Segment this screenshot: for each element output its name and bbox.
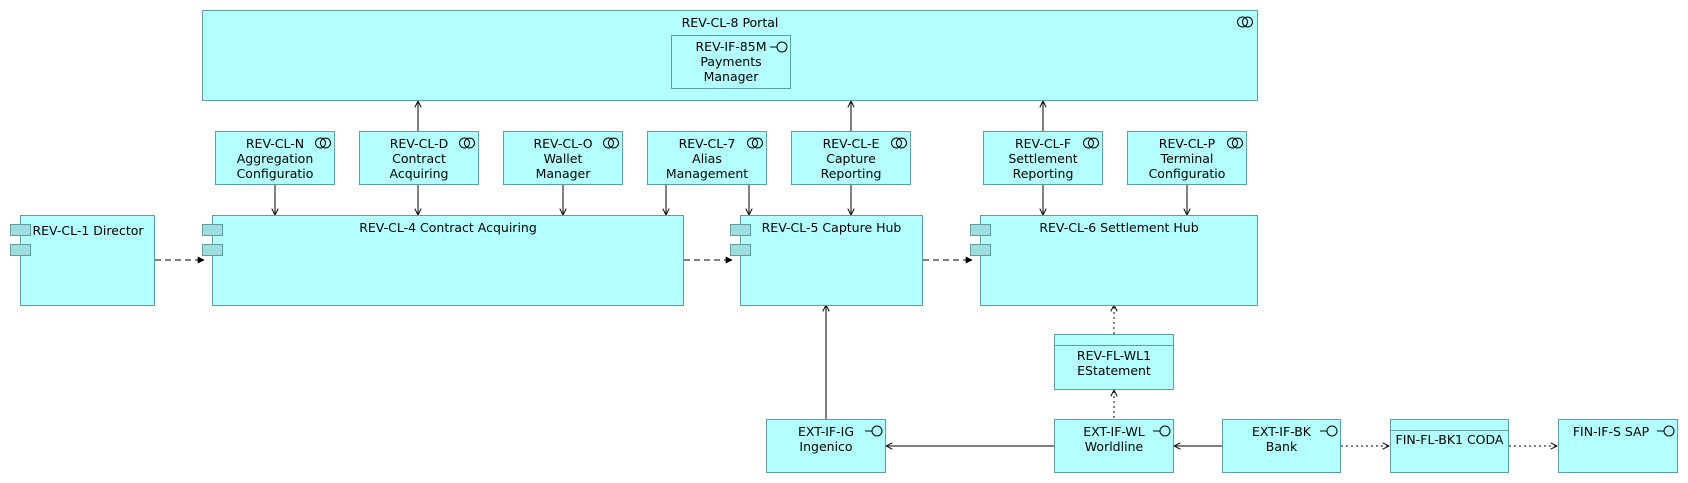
- cl-e-line3: Reporting: [820, 166, 882, 181]
- node-cl-o[interactable]: REV-CL-O Wallet Manager: [503, 131, 623, 185]
- interface-icon: [1153, 425, 1171, 437]
- collaboration-icon: [1083, 137, 1099, 149]
- node-cl-6[interactable]: REV-CL-6 Settlement Hub: [980, 215, 1258, 306]
- cl-e-line2: Capture: [826, 151, 876, 166]
- data-object-icon: [1391, 430, 1508, 431]
- data-object-icon: [1055, 345, 1173, 346]
- cl-n-id: REV-CL-N: [245, 136, 305, 151]
- node-fin-coda[interactable]: FIN-FL-BK1 CODA: [1390, 419, 1509, 473]
- node-payments-manager[interactable]: REV-IF-85M Payments Manager: [671, 35, 791, 89]
- node-cl-5[interactable]: REV-CL-5 Capture Hub: [740, 215, 923, 306]
- collaboration-icon: [1227, 137, 1243, 149]
- collaboration-icon: [747, 137, 763, 149]
- fin-coda-label: FIN-FL-BK1 CODA: [1395, 432, 1504, 447]
- cl-5-label: REV-CL-5 Capture Hub: [761, 220, 902, 235]
- ext-bk-line2: Bank: [1265, 439, 1298, 454]
- collaboration-icon: [603, 137, 619, 149]
- cl-n-line3: Configuratio: [236, 166, 314, 181]
- node-cl-f[interactable]: REV-CL-F Settlement Reporting: [983, 131, 1103, 185]
- collaboration-icon: [459, 137, 475, 149]
- node-cl-7[interactable]: REV-CL-7 Alias Management: [647, 131, 767, 185]
- cl-f-id: REV-CL-F: [1014, 136, 1072, 151]
- node-fl-wl1[interactable]: REV-FL-WL1 EStatement: [1054, 334, 1174, 390]
- fin-sap-label: FIN-IF-S SAP: [1572, 424, 1650, 439]
- cl-e-id: REV-CL-E: [822, 136, 880, 151]
- node-fin-sap[interactable]: FIN-IF-S SAP: [1558, 419, 1678, 473]
- cl-o-line2: Wallet: [543, 151, 583, 166]
- interface-icon: [865, 425, 883, 437]
- cl-4-label: REV-CL-4 Contract Acquiring: [359, 220, 537, 235]
- cl-7-line3: Management: [665, 166, 749, 181]
- cl-f-line3: Reporting: [1012, 166, 1074, 181]
- cl-d-line2: Contract: [392, 151, 446, 166]
- cl-1-label: REV-CL-1 Director: [32, 223, 144, 238]
- cl-6-label: REV-CL-6 Settlement Hub: [1039, 220, 1199, 235]
- cl-d-id: REV-CL-D: [389, 136, 449, 151]
- cl-f-line2: Settlement: [1008, 151, 1078, 166]
- node-cl-n[interactable]: REV-CL-N Aggregation Configuratio: [215, 131, 335, 185]
- ext-bk-id: EXT-IF-BK: [1252, 424, 1311, 439]
- collaboration-icon: [315, 137, 331, 149]
- interface-icon: [770, 41, 788, 53]
- node-portal-label: REV-CL-8 Portal: [681, 15, 779, 30]
- collaboration-icon: [1237, 16, 1253, 28]
- cl-d-line3: Acquiring: [389, 166, 449, 181]
- node-portal[interactable]: REV-CL-8 Portal REV-IF-85M Payments Mana…: [202, 10, 1258, 101]
- payments-manager-line3: Manager: [703, 69, 759, 84]
- fl-wl1-id: REV-FL-WL1: [1076, 348, 1152, 363]
- interface-icon: [1657, 425, 1675, 437]
- node-cl-e[interactable]: REV-CL-E Capture Reporting: [791, 131, 911, 185]
- ext-ig-id: EXT-IF-IG: [798, 424, 854, 439]
- interface-icon: [1320, 425, 1338, 437]
- ext-wl-line2: Worldline: [1084, 439, 1144, 454]
- node-cl-1[interactable]: REV-CL-1 Director: [20, 215, 155, 306]
- cl-p-line2: Terminal: [1160, 151, 1214, 166]
- node-cl-d[interactable]: REV-CL-D Contract Acquiring: [359, 131, 479, 185]
- payments-manager-id: REV-IF-85M: [695, 39, 767, 54]
- ext-ig-line2: Ingenico: [799, 439, 853, 454]
- node-ext-wl[interactable]: EXT-IF-WL Worldline: [1054, 419, 1174, 473]
- cl-p-line3: Configuratio: [1148, 166, 1226, 181]
- payments-manager-line2: Payments: [700, 54, 762, 69]
- node-ext-bk[interactable]: EXT-IF-BK Bank: [1222, 419, 1341, 473]
- cl-p-id: REV-CL-P: [1158, 136, 1216, 151]
- cl-7-id: REV-CL-7: [678, 136, 736, 151]
- ext-wl-id: EXT-IF-WL: [1083, 424, 1145, 439]
- node-cl-p[interactable]: REV-CL-P Terminal Configuratio: [1127, 131, 1247, 185]
- collaboration-icon: [891, 137, 907, 149]
- cl-n-line2: Aggregation: [236, 151, 314, 166]
- cl-o-id: REV-CL-O: [533, 136, 593, 151]
- node-ext-ig[interactable]: EXT-IF-IG Ingenico: [766, 419, 886, 473]
- cl-7-line2: Alias: [692, 151, 722, 166]
- cl-o-line3: Manager: [535, 166, 591, 181]
- node-cl-4[interactable]: REV-CL-4 Contract Acquiring: [212, 215, 684, 306]
- fl-wl1-line2: EStatement: [1077, 363, 1151, 378]
